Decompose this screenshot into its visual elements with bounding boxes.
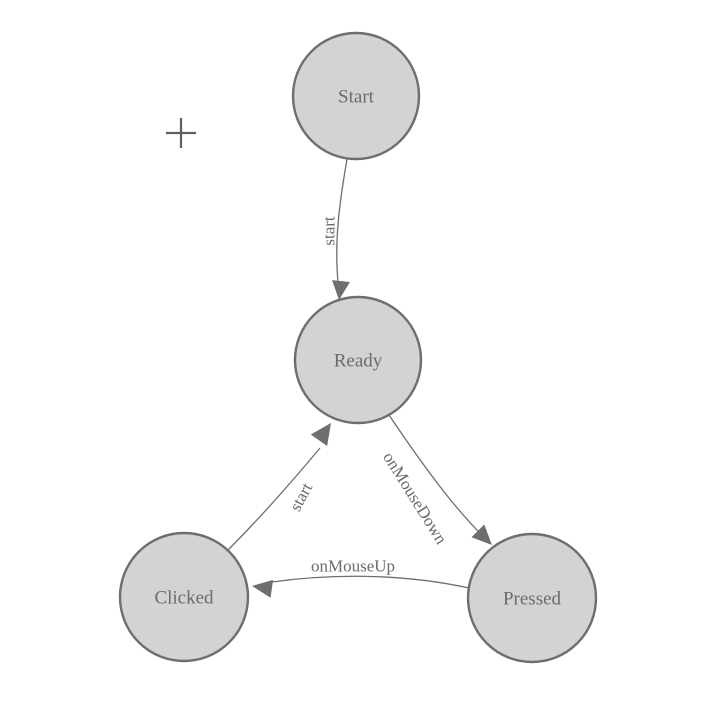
node-start[interactable]: Start bbox=[291, 31, 421, 161]
arrowhead-clicked-to-ready bbox=[310, 423, 331, 446]
edge-label-start: start bbox=[320, 216, 339, 246]
arrowhead-ready-to-pressed bbox=[471, 524, 492, 545]
edge-label-onmouseup: onMouseUp bbox=[311, 557, 395, 576]
edge-path bbox=[388, 414, 485, 538]
edge-ready-to-pressed[interactable]: onMouseDown bbox=[379, 414, 498, 551]
node-pressed[interactable]: Pressed bbox=[466, 532, 598, 664]
node-circle[interactable] bbox=[118, 531, 250, 663]
node-layer: Start Ready Clicked Pressed bbox=[118, 31, 598, 664]
node-label: Ready bbox=[334, 351, 383, 372]
crosshair-icon bbox=[166, 118, 196, 148]
node-label: Clicked bbox=[154, 588, 214, 609]
node-label: Start bbox=[338, 87, 375, 108]
node-circle[interactable] bbox=[466, 532, 598, 664]
node-circle[interactable] bbox=[293, 295, 423, 425]
node-label: Pressed bbox=[503, 589, 562, 610]
edge-path bbox=[271, 575, 470, 589]
arrowhead-pressed-to-clicked bbox=[252, 579, 274, 598]
node-clicked[interactable]: Clicked bbox=[118, 531, 250, 663]
edge-start-to-ready[interactable]: start bbox=[320, 158, 350, 301]
edge-label-onmousedown: onMouseDown bbox=[379, 449, 451, 548]
edge-path bbox=[336, 158, 348, 284]
edge-label-start-2: start bbox=[286, 479, 317, 514]
arrowhead-start-to-ready bbox=[332, 280, 350, 300]
edge-pressed-to-clicked[interactable]: onMouseUp bbox=[251, 557, 470, 598]
edge-path bbox=[226, 447, 321, 552]
edge-clicked-to-ready[interactable]: start bbox=[226, 417, 339, 552]
node-ready[interactable]: Ready bbox=[293, 295, 423, 425]
node-circle[interactable] bbox=[291, 31, 421, 161]
